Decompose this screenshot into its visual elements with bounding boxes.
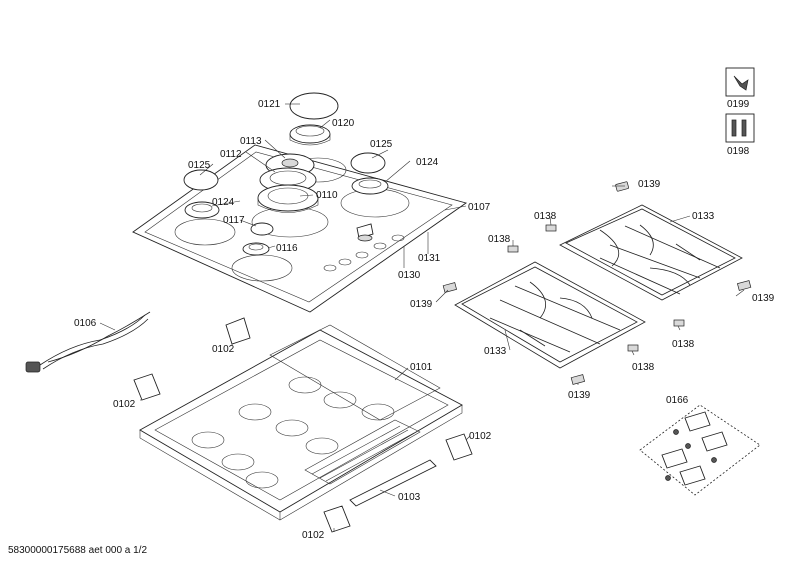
foot-0138-b bbox=[507, 245, 519, 253]
label-0139-top: 0139 bbox=[638, 179, 661, 190]
foot-0138-a bbox=[545, 224, 557, 232]
base-tray bbox=[139, 324, 463, 521]
burner-cap-0121 bbox=[289, 92, 339, 120]
label-0102-d: 0102 bbox=[302, 530, 325, 541]
burner-ring-0116 bbox=[242, 242, 270, 256]
label-0166: 0166 bbox=[666, 395, 689, 406]
foot-0139-left bbox=[442, 282, 458, 293]
clamp-0102-b bbox=[133, 373, 161, 401]
label-0138-c: 0138 bbox=[672, 339, 695, 350]
burner-caps-and-rings bbox=[183, 92, 389, 256]
mounting-clamps bbox=[133, 317, 473, 533]
label-0117: 0117 bbox=[223, 215, 245, 226]
label-0133-right: 0133 bbox=[692, 211, 715, 222]
clamp-0102-d bbox=[323, 505, 351, 533]
label-0124-left: 0124 bbox=[212, 197, 235, 208]
gas-pipe bbox=[25, 311, 151, 373]
label-0139-bottom: 0139 bbox=[568, 390, 591, 401]
label-0131: 0131 bbox=[418, 253, 441, 264]
label-0198: 0198 bbox=[727, 146, 750, 157]
label-0124-right: 0124 bbox=[416, 157, 439, 168]
label-0102-a: 0102 bbox=[212, 344, 235, 355]
seal-strip-0103 bbox=[349, 459, 437, 507]
rubber-feet bbox=[442, 181, 752, 385]
label-0107: 0107 bbox=[468, 202, 491, 213]
foot-0138-d bbox=[627, 344, 639, 352]
knob-0131 bbox=[356, 223, 374, 239]
label-0116: 0116 bbox=[276, 243, 298, 254]
burner-cap-0125-right bbox=[350, 152, 386, 174]
label-0199: 0199 bbox=[727, 99, 750, 110]
label-0121: 0121 bbox=[258, 99, 281, 110]
label-0138-d: 0138 bbox=[632, 362, 655, 373]
label-0103: 0103 bbox=[398, 492, 421, 503]
label-0133-left: 0133 bbox=[484, 346, 507, 357]
burner-cap-0117 bbox=[250, 222, 274, 236]
label-0139-left: 0139 bbox=[410, 299, 433, 310]
pan-support-right bbox=[559, 204, 743, 301]
foot-0139-bottom bbox=[570, 374, 586, 385]
label-0101: 0101 bbox=[410, 362, 433, 373]
document-id: 58300000175688 aet 000 a 1/2 bbox=[8, 545, 147, 556]
foot-0138-c bbox=[673, 319, 685, 327]
leader-lines bbox=[99, 103, 745, 532]
screw-kit bbox=[639, 404, 761, 496]
label-0106: 0106 bbox=[74, 318, 97, 329]
label-0139-right: 0139 bbox=[752, 293, 775, 304]
label-0110: 0110 bbox=[316, 190, 338, 201]
foot-0139-top bbox=[615, 181, 629, 192]
label-0138-a: 0138 bbox=[534, 211, 557, 222]
part-labels: 0121 0120 0113 0112 0125 0125 0124 0110 … bbox=[74, 99, 775, 541]
clamp-0102-c bbox=[445, 433, 473, 461]
label-0125-left: 0125 bbox=[188, 160, 211, 171]
foot-0139-right bbox=[736, 280, 752, 291]
label-0138-b: 0138 bbox=[488, 234, 511, 245]
screw-set-icon bbox=[725, 113, 755, 143]
label-0102-c: 0102 bbox=[469, 431, 492, 442]
wok-base-0110 bbox=[257, 184, 319, 212]
label-0120: 0120 bbox=[332, 118, 355, 129]
pan-support-left bbox=[454, 261, 646, 369]
pipe-connector bbox=[25, 361, 41, 373]
label-0125-right: 0125 bbox=[370, 139, 393, 150]
burner-cap-0125-left bbox=[183, 169, 219, 191]
burner-ring-0120 bbox=[289, 124, 331, 144]
burner-ring-0124-right bbox=[351, 177, 389, 195]
label-0112: 0112 bbox=[220, 149, 242, 160]
label-0130: 0130 bbox=[398, 270, 421, 281]
clamp-0102-a bbox=[225, 317, 251, 345]
label-0113: 0113 bbox=[240, 136, 262, 147]
label-0102-b: 0102 bbox=[113, 399, 136, 410]
wrench-icon bbox=[725, 67, 755, 97]
